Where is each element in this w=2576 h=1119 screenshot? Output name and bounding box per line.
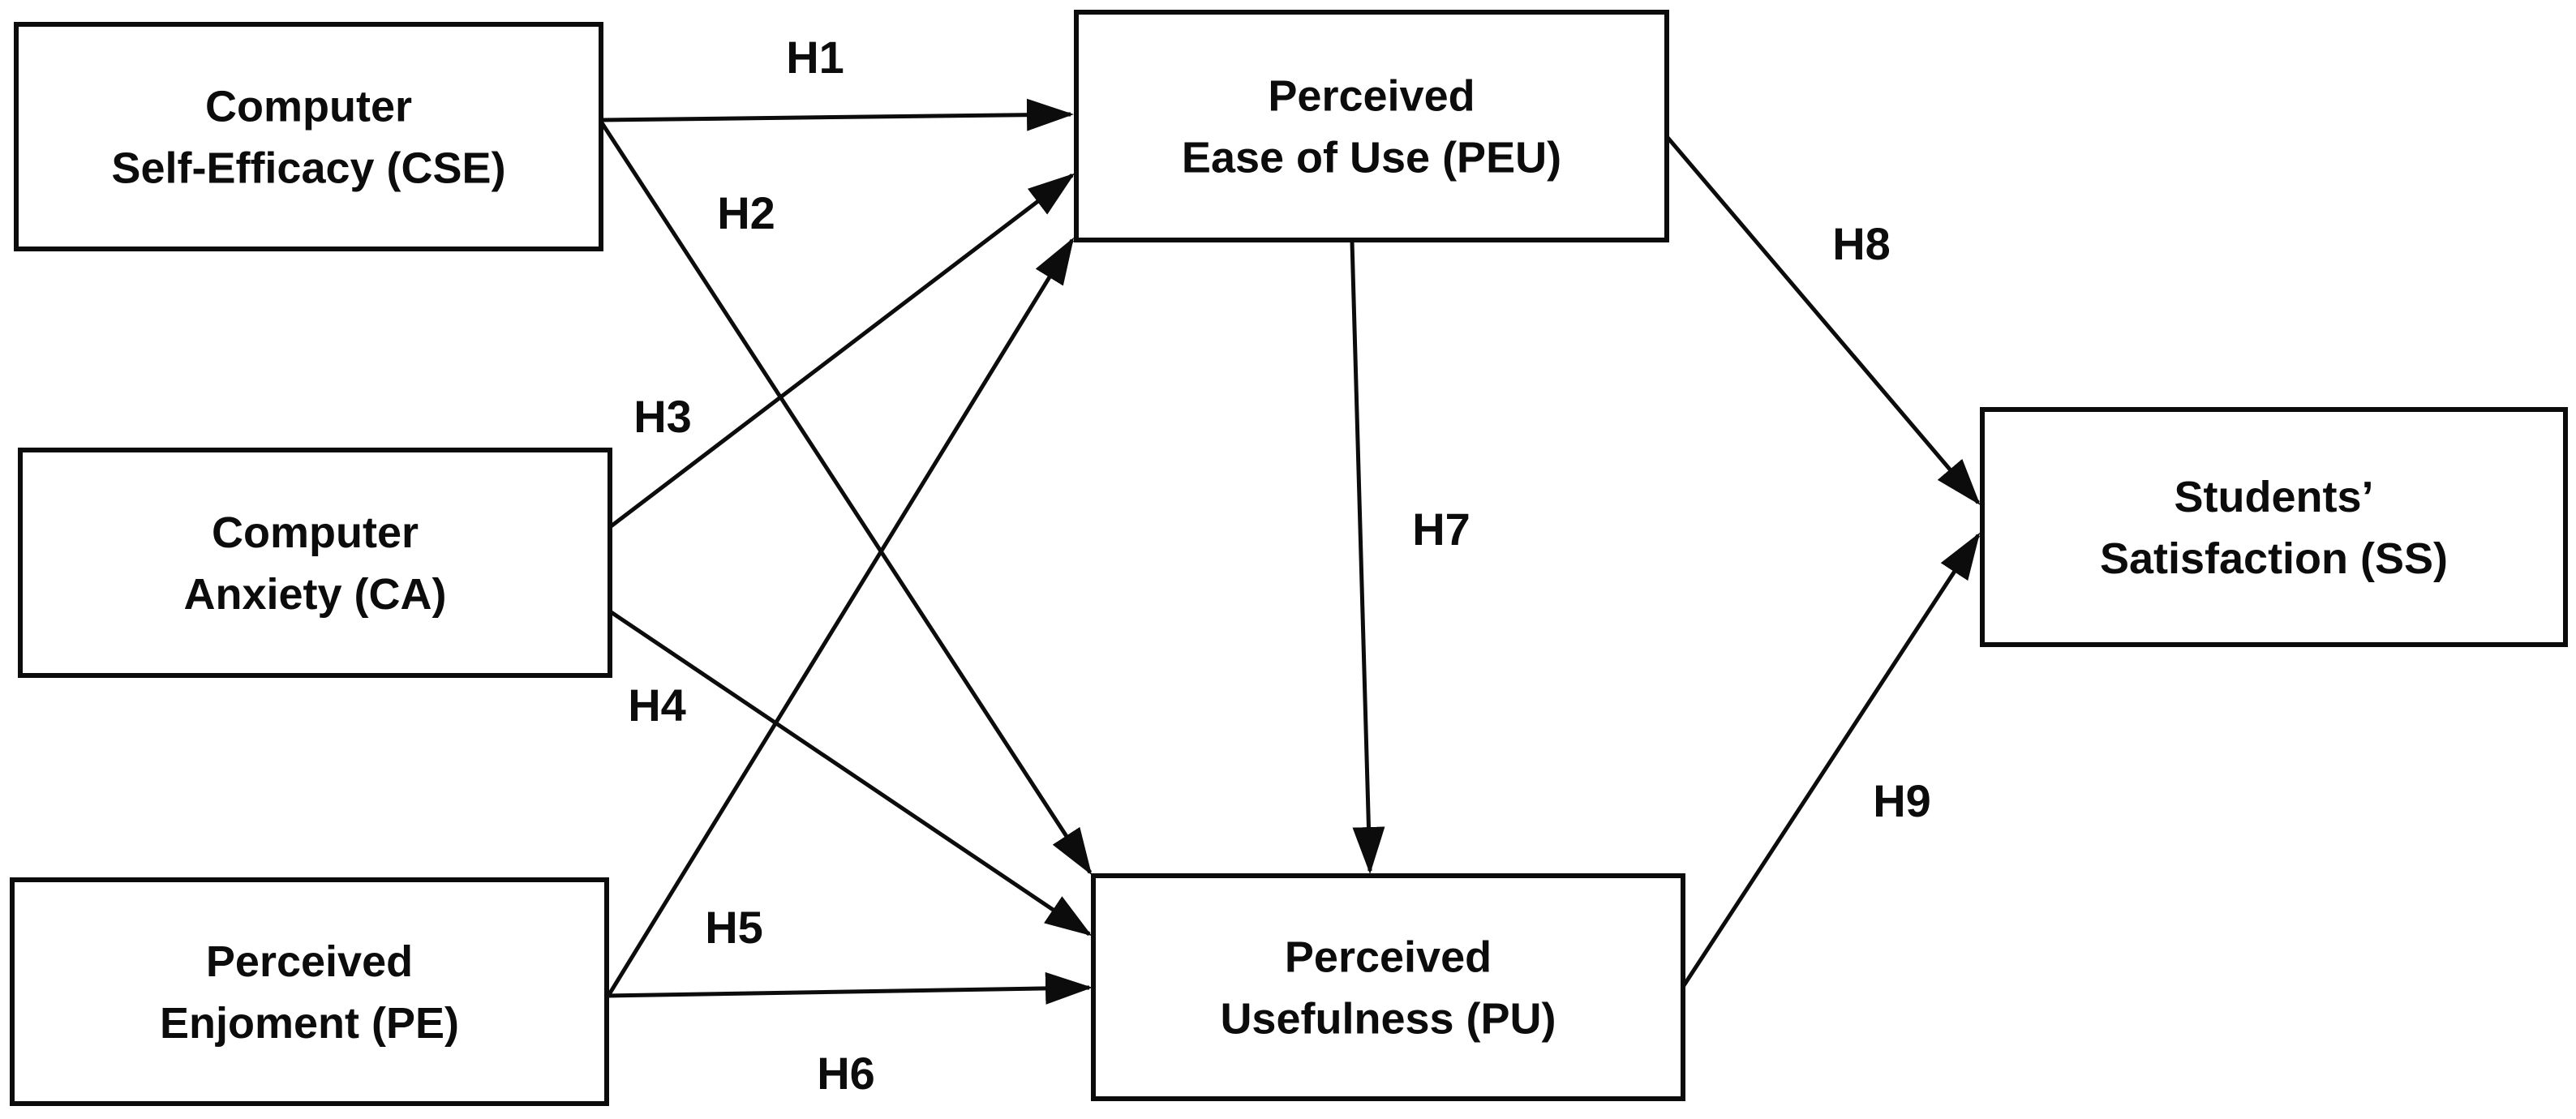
node-peu-label-line-2: Ease of Use (PEU) bbox=[1182, 134, 1561, 182]
node-ss-label-line-2: Satisfaction (SS) bbox=[2100, 534, 2448, 583]
node-cse-label-line-1: Computer bbox=[205, 83, 412, 131]
hypothesis-label-h6: H6 bbox=[817, 1048, 875, 1099]
node-cse-label-line-2: Self-Efficacy (CSE) bbox=[111, 144, 505, 193]
hypothesis-label-h7: H7 bbox=[1412, 504, 1470, 555]
node-pu-label-line-1: Perceived bbox=[1285, 933, 1492, 982]
node-ss-label-line-1: Students’ bbox=[2174, 473, 2373, 521]
node-pe-label-line-1: Perceived bbox=[206, 937, 413, 986]
hypothesis-label-h8: H8 bbox=[1832, 218, 1891, 269]
node-ca-label-line-2: Anxiety (CA) bbox=[183, 570, 446, 619]
edge-h8-arrow bbox=[1664, 133, 1981, 506]
edge-h1-arrow bbox=[600, 98, 1074, 131]
hypothesis-label-h5: H5 bbox=[705, 902, 763, 953]
node-peu-label-line-1: Perceived bbox=[1268, 72, 1475, 121]
node-pe-label-line-2: Enjoment (PE) bbox=[160, 999, 459, 1048]
hypothesis-label-h3: H3 bbox=[633, 391, 692, 442]
node-cse-box bbox=[14, 22, 603, 251]
node-ca-label-line-1: Computer bbox=[212, 508, 419, 557]
edge-h7-arrow bbox=[1350, 241, 1385, 874]
edge-h2-arrow bbox=[599, 120, 1093, 876]
hypothesis-label-h9: H9 bbox=[1873, 775, 1931, 826]
node-ss-label: Students’ Satisfaction (SS) bbox=[2100, 473, 2448, 583]
edge-h4-arrow bbox=[608, 609, 1093, 937]
node-peu-box bbox=[1074, 10, 1669, 242]
node-ca-box bbox=[18, 448, 612, 678]
hypothesis-label-h2: H2 bbox=[717, 187, 775, 238]
hypothesis-label-h4: H4 bbox=[628, 680, 686, 731]
node-pu-box bbox=[1091, 873, 1685, 1101]
hypothesis-label-h1: H1 bbox=[786, 32, 844, 83]
edge-h6-arrow bbox=[608, 971, 1093, 1005]
edge-h9-arrow bbox=[1679, 532, 1981, 991]
node-pe-box bbox=[10, 877, 609, 1106]
node-pu-label-line-2: Usefulness (PU) bbox=[1220, 995, 1556, 1044]
edge-h3-arrow bbox=[608, 173, 1075, 529]
edge-h5-arrow bbox=[606, 237, 1075, 997]
node-ss-box bbox=[1980, 407, 2568, 647]
edges-layer bbox=[599, 98, 1981, 1005]
